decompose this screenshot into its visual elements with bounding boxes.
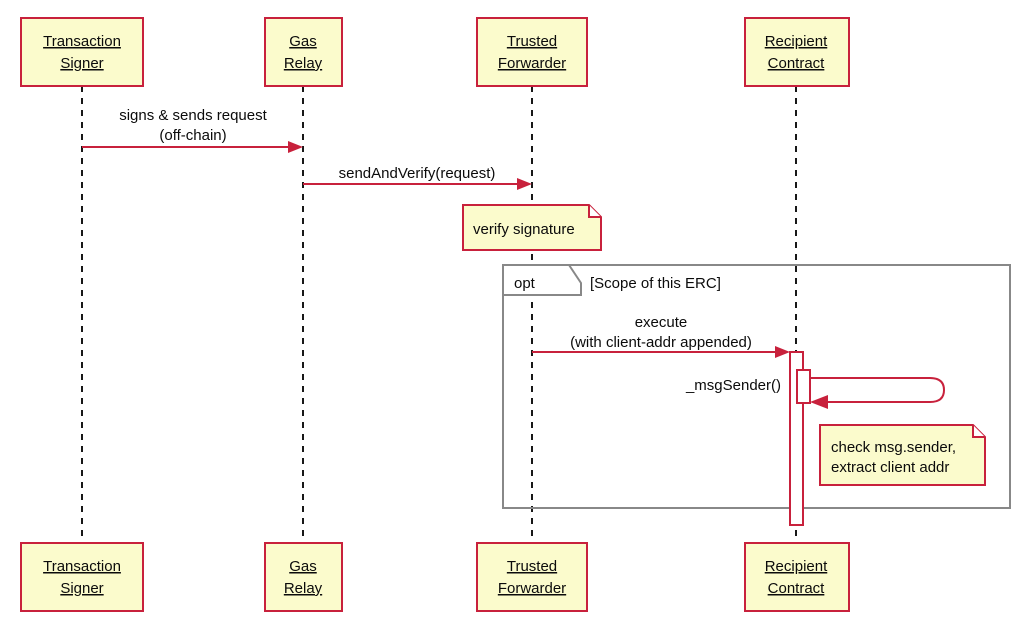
message-send-and-verify: sendAndVerify(request) [303,165,532,190]
note-fold-corner [588,205,601,218]
message-label-line2: (with client-addr appended) [570,334,752,351]
message-signs-sends-request: signs & sends request (off-chain) [82,107,303,153]
note-verify-signature: verify signature [462,204,602,251]
message-arrowhead [775,346,790,358]
message-label-line1: _msgSender() [685,377,781,394]
note-text-line1: check msg.sender, [831,439,956,456]
participant-label-line1: Transaction [43,558,121,575]
participant-label-line2: Forwarder [498,55,566,72]
participant-label-line2: Relay [284,580,323,597]
activation-recipient-nested [796,369,811,404]
participant-signer-top[interactable]: Transaction Signer [20,17,144,87]
self-call-arrowhead [810,395,828,409]
participant-box[interactable] [744,542,850,612]
participant-box[interactable] [476,542,588,612]
fragment-border [502,264,1011,509]
note-body [819,424,986,486]
participant-relay-top[interactable]: Gas Relay [264,17,343,87]
message-arrowhead [288,141,303,153]
participant-forwarder-top[interactable]: Trusted Forwarder [476,17,588,87]
fragment-operator-label: opt [514,275,536,292]
participant-label-line1: Gas [289,558,317,575]
participants-top: Transaction Signer Gas Relay Trusted For… [20,17,850,87]
participant-forwarder-bottom[interactable]: Trusted Forwarder [476,542,588,612]
participant-box[interactable] [20,542,144,612]
participant-box[interactable] [264,17,343,87]
participant-box[interactable] [476,17,588,87]
participant-box[interactable] [20,17,144,87]
activation-bars [789,351,811,526]
message-msgsender-self-call: _msgSender() [685,377,946,409]
message-arrowhead [517,178,532,190]
note-check-msg-sender: check msg.sender, extract client addr [819,424,986,486]
fragment-guard-label: [Scope of this ERC] [590,275,721,292]
message-label-line1: sendAndVerify(request) [339,165,496,182]
lifelines [81,86,797,542]
participant-signer-bottom[interactable]: Transaction Signer [20,542,144,612]
note-body [462,204,602,251]
participant-label-line2: Contract [768,580,826,597]
participant-label-line1: Trusted [507,558,557,575]
message-label-line1: execute [635,314,688,331]
participants-bottom: Transaction Signer Gas Relay Trusted For… [20,542,850,612]
participant-recipient-bottom[interactable]: Recipient Contract [744,542,850,612]
note-fold-corner [972,425,985,438]
participant-label-line2: Contract [768,55,826,72]
participant-relay-bottom[interactable]: Gas Relay [264,542,343,612]
participant-box[interactable] [744,17,850,87]
participant-recipient-top[interactable]: Recipient Contract [744,17,850,87]
note-text-line2: extract client addr [831,459,949,476]
participant-label-line1: Recipient [765,33,828,50]
fragment-operator-tab [502,264,582,296]
message-label-line1: signs & sends request [119,107,267,124]
fragment-opt-scope: opt [Scope of this ERC] [502,264,1011,509]
participant-label-line1: Recipient [765,558,828,575]
participant-label-line2: Signer [60,55,103,72]
participant-label-line2: Signer [60,580,103,597]
participant-label-line1: Transaction [43,33,121,50]
participant-label-line1: Gas [289,33,317,50]
participant-label-line1: Trusted [507,33,557,50]
participant-box[interactable] [264,542,343,612]
participant-label-line2: Forwarder [498,580,566,597]
note-text-line1: verify signature [473,221,575,238]
message-execute: execute (with client-addr appended) [532,314,790,358]
self-call-loop-path [810,377,946,403]
participant-label-line2: Relay [284,55,323,72]
message-label-line2: (off-chain) [159,127,226,144]
